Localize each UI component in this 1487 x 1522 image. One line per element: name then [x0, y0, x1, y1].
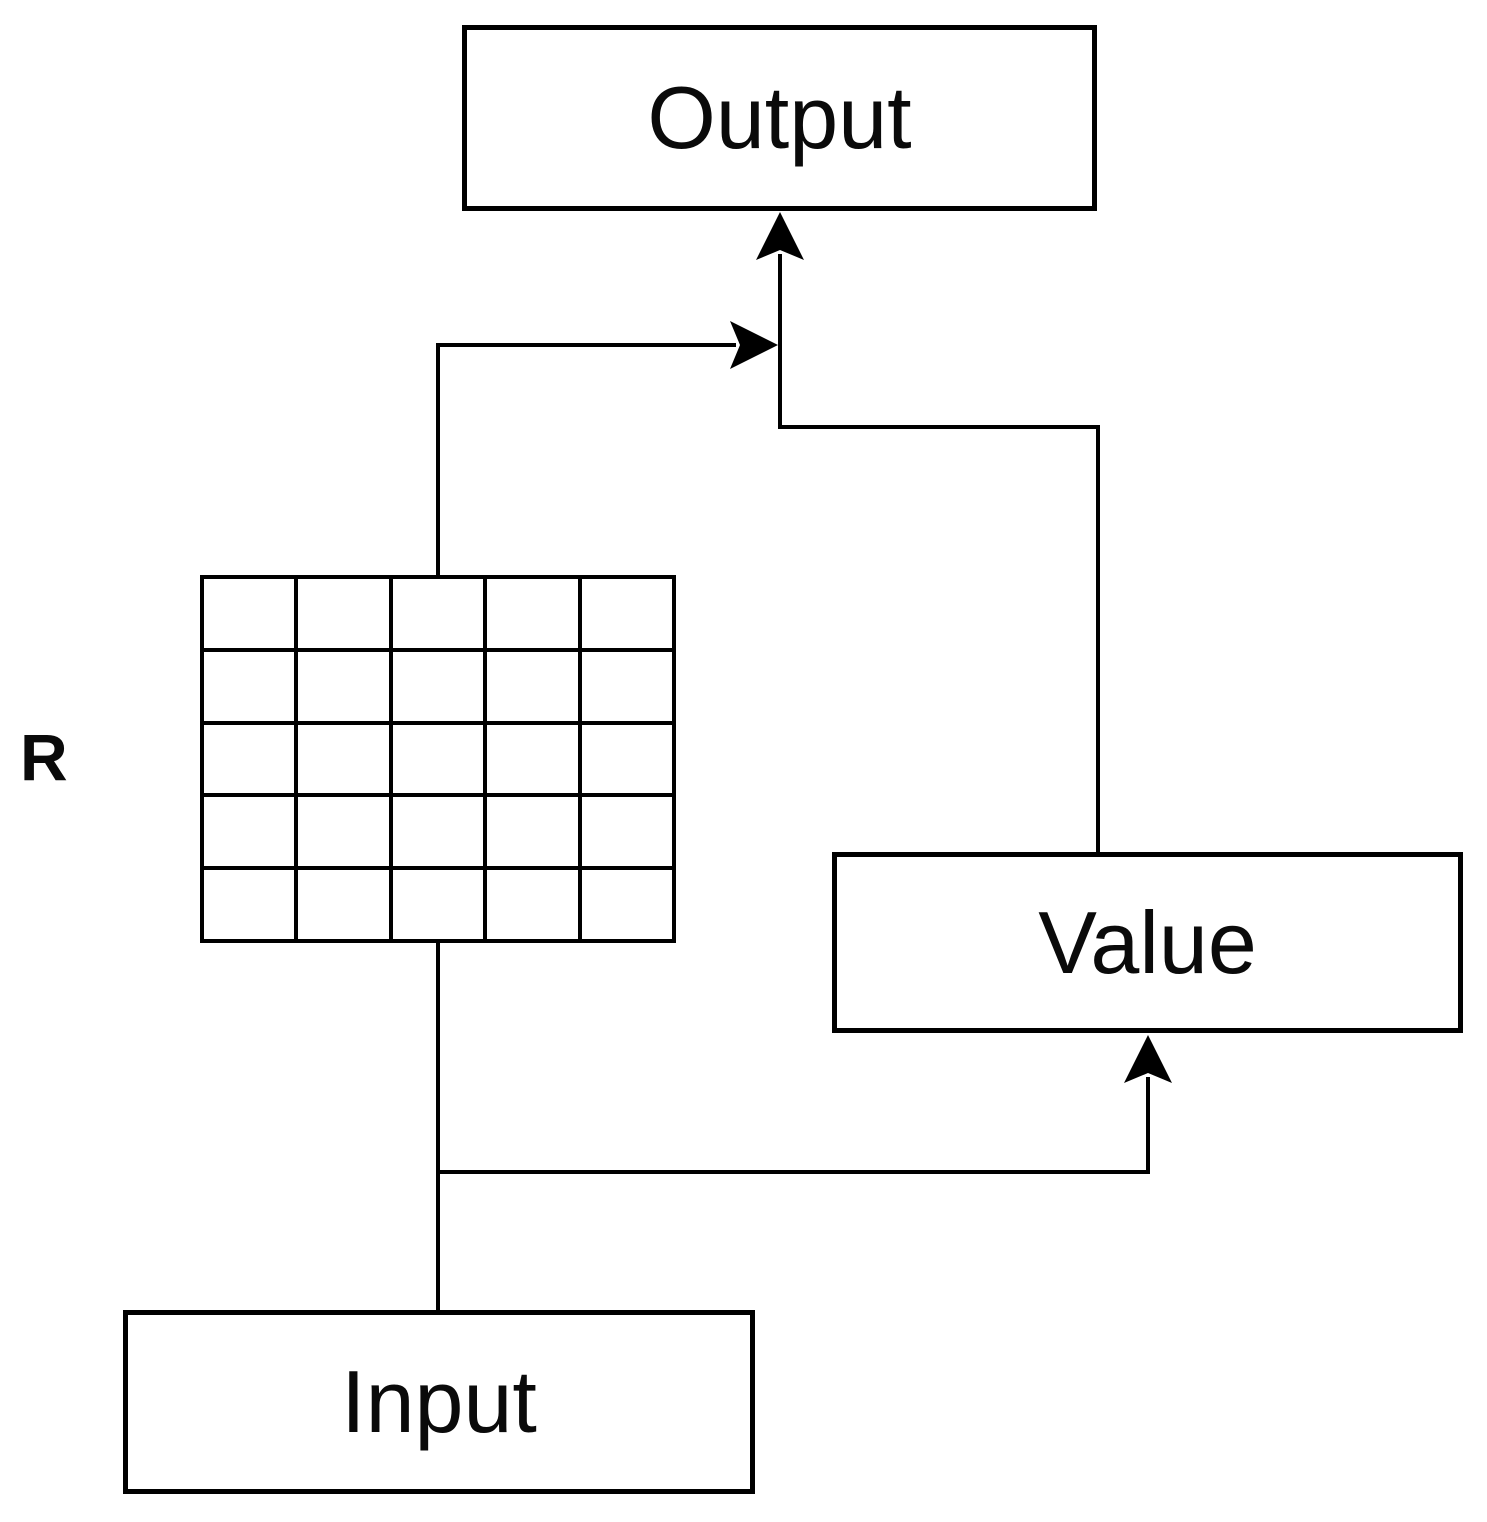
matrix-cell [577, 720, 672, 794]
input-node: Input [123, 1310, 755, 1494]
matrix-cell [200, 647, 295, 721]
matrix-cell [483, 793, 578, 867]
value-node: Value [832, 852, 1463, 1033]
matrix-label: R [20, 720, 68, 794]
matrix-cell [577, 866, 672, 939]
matrix-cell [483, 575, 578, 648]
output-node-label: Output [647, 68, 912, 167]
value-node-label: Value [1038, 892, 1257, 992]
matrix-cell [388, 793, 484, 867]
matrix-cell [294, 866, 389, 939]
arrowhead-to-output [756, 212, 804, 260]
matrix-cell [294, 647, 389, 721]
matrix-cell [483, 647, 578, 721]
matrix-cell [577, 793, 672, 867]
matrix-cell [577, 575, 672, 648]
arrowhead-to-value [1124, 1035, 1172, 1083]
connector-matrix-to-output [436, 343, 736, 577]
matrix-cell [388, 575, 484, 648]
matrix-cell [294, 720, 389, 794]
matrix-cell [483, 866, 578, 939]
matrix-cell [200, 575, 295, 648]
arrowhead-right-junction [730, 321, 778, 369]
matrix-cell [388, 720, 484, 794]
matrix-cell [483, 720, 578, 794]
matrix-cell [577, 647, 672, 721]
matrix-cell [200, 720, 295, 794]
input-node-label: Input [341, 1352, 537, 1451]
matrix-cell [200, 793, 295, 867]
matrix-cell [388, 647, 484, 721]
output-node: Output [462, 25, 1097, 211]
connector-input-to-value [438, 1077, 1150, 1174]
matrix-cell [294, 575, 389, 648]
weight-matrix-grid [200, 575, 676, 943]
matrix-cell [388, 866, 484, 939]
matrix-cell [294, 793, 389, 867]
matrix-cell [200, 866, 295, 939]
connector-value-to-output [778, 254, 1100, 854]
